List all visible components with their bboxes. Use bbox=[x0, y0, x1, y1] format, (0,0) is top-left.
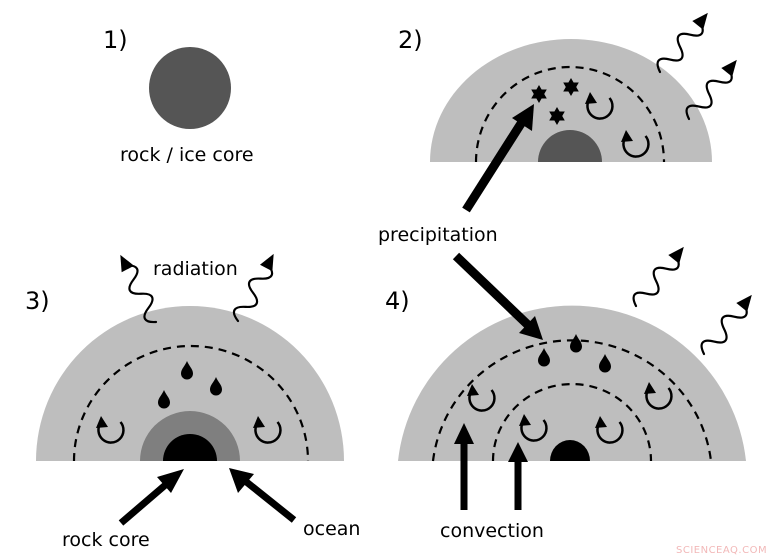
rock-core bbox=[163, 434, 217, 461]
core-label: rock / ice core bbox=[120, 144, 254, 166]
radiation-wave-arrow-icon bbox=[229, 248, 283, 326]
radiation-wave-arrow-icon bbox=[652, 6, 716, 79]
ocean-label: ocean bbox=[303, 518, 360, 540]
atmosphere-halfdisk bbox=[398, 305, 746, 461]
panel-1: 1) rock / ice core bbox=[103, 26, 254, 166]
core-halfdisk bbox=[538, 130, 602, 162]
watermark: SCIENCEAQ.COM bbox=[676, 545, 767, 556]
radiation-wave-arrow-icon bbox=[628, 240, 692, 313]
panel-3: 3) radiation rock core ocean bbox=[25, 248, 360, 551]
radiation-wave-arrow-icon bbox=[696, 288, 760, 361]
pointer-arrow-icon bbox=[229, 468, 297, 523]
outer-boundary bbox=[431, 339, 713, 462]
panel-3-number: 3) bbox=[25, 287, 50, 315]
panel-4-number: 4) bbox=[385, 287, 410, 315]
atmosphere-halfdisk bbox=[36, 306, 344, 461]
precipitation-label: precipitation bbox=[378, 224, 498, 246]
pointer-arrow-icon bbox=[452, 252, 543, 340]
rock-ice-core bbox=[149, 47, 231, 129]
panel-2: 2) bbox=[398, 6, 745, 163]
pointer-arrow-icon bbox=[508, 442, 528, 510]
rock-core bbox=[550, 440, 590, 461]
pointer-arrow-icon bbox=[462, 104, 534, 213]
panel-4: 4) convection bbox=[385, 240, 760, 542]
atmosphere-boundary bbox=[72, 344, 310, 462]
pointer-arrow-icon bbox=[118, 469, 184, 526]
radiation-label: radiation bbox=[153, 258, 238, 280]
atmosphere-halfdisk bbox=[430, 39, 712, 162]
panel-2-number: 2) bbox=[398, 26, 423, 54]
atmosphere-boundary bbox=[474, 65, 666, 163]
rock-core-label: rock core bbox=[62, 529, 150, 551]
panel-1-number: 1) bbox=[103, 26, 128, 54]
pointer-arrow-icon bbox=[454, 423, 474, 510]
precipitation-callout: precipitation bbox=[378, 104, 543, 340]
inner-boundary bbox=[491, 382, 653, 462]
convection-label: convection bbox=[440, 520, 544, 542]
